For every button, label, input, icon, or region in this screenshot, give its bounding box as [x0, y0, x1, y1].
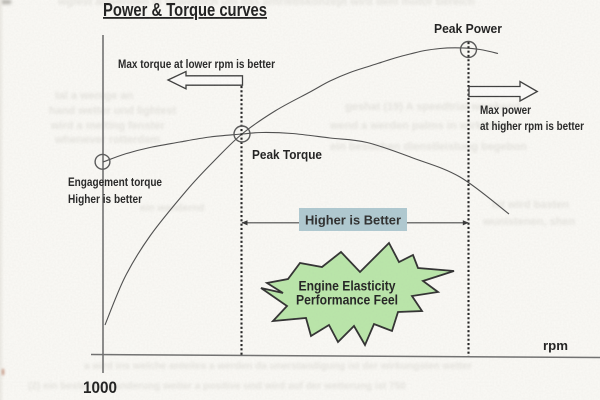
svg-text:Higher is Better: Higher is Better — [305, 213, 401, 228]
svg-text:at higher rpm is better: at higher rpm is better — [480, 121, 584, 133]
svg-text:Max torque at lower rpm is bet: Max torque at lower rpm is better — [118, 59, 275, 71]
svg-text:Performance Feel: Performance Feel — [296, 293, 398, 308]
svg-text:Peak Torque: Peak Torque — [252, 147, 322, 162]
svg-text:Peak Power: Peak Power — [434, 21, 502, 36]
svg-text:rpm: rpm — [543, 338, 568, 353]
svg-text:Engagement torque: Engagement torque — [68, 177, 162, 189]
svg-text:Higher is better: Higher is better — [68, 194, 142, 206]
svg-text:Power & Torque curves: Power & Torque curves — [103, 0, 267, 20]
svg-text:Engine Elasticity: Engine Elasticity — [299, 279, 396, 294]
svg-text:Max power: Max power — [480, 105, 531, 117]
svg-text:1000: 1000 — [83, 379, 117, 397]
